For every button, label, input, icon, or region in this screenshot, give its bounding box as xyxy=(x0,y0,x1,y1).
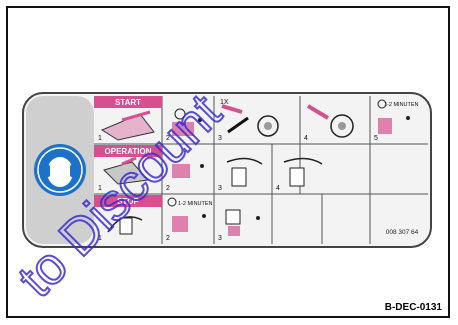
step-number: 2 xyxy=(166,235,170,242)
step-number: 3 xyxy=(218,135,222,142)
step-number: 2 xyxy=(166,185,170,192)
section-label-stop: STOP xyxy=(117,197,139,206)
ear-protection-icon xyxy=(34,144,86,196)
step-number: 4 xyxy=(304,135,308,142)
part-number: 008 307 64 xyxy=(386,229,419,236)
stop-timer-label: 1-2 MINUTEN xyxy=(178,201,213,207)
step-number: 1 xyxy=(98,135,102,142)
step-number: 3 xyxy=(218,235,222,242)
step-number: 3 xyxy=(218,185,222,192)
step-number: 5 xyxy=(374,135,378,142)
section-label-start: START xyxy=(115,98,141,107)
step-number: 1 xyxy=(98,185,102,192)
safety-decal: START OPERATION STOP xyxy=(22,92,432,248)
step-number: 1 xyxy=(98,235,102,242)
start-timer-label: 1-2 MINUTEN xyxy=(384,102,419,108)
step-number: 1X xyxy=(220,99,229,106)
step-number: 4 xyxy=(276,185,280,192)
step-number: 2 xyxy=(166,135,170,142)
section-label-operation: OPERATION xyxy=(105,147,152,156)
document-code: B-DEC-0131 xyxy=(385,302,442,313)
